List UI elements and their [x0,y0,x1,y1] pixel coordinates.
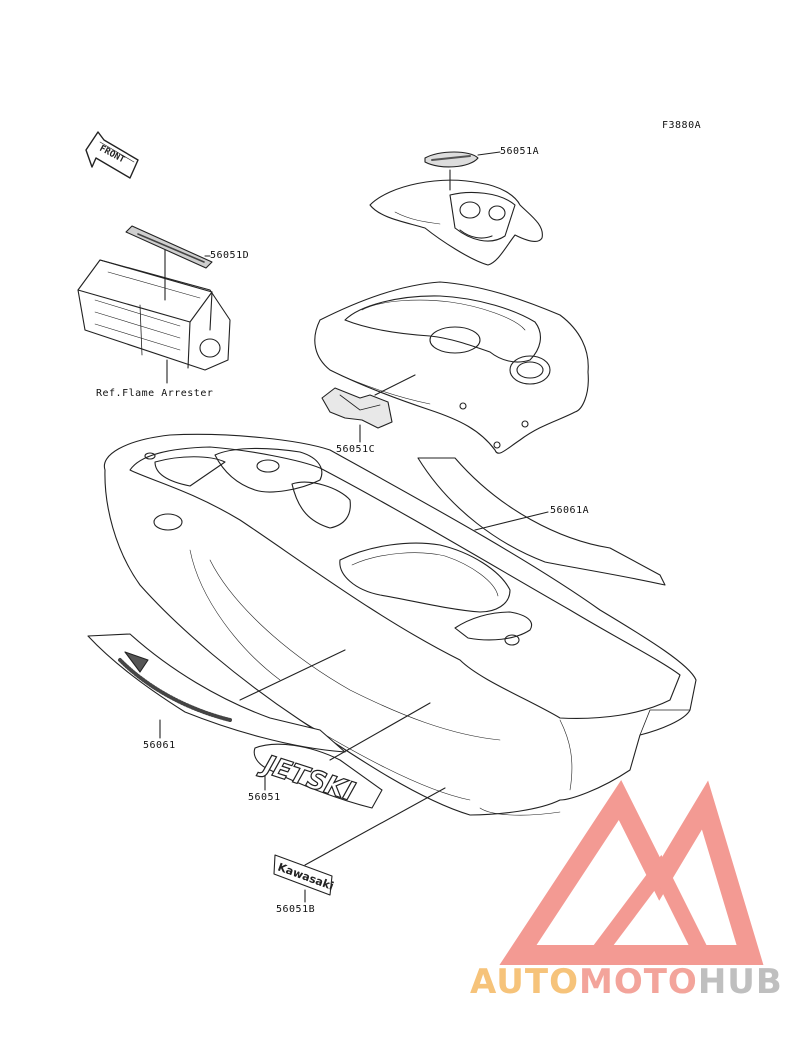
steering-cover-part [369,151,543,266]
leader-56051B-2 [304,787,446,866]
watermark-moto: MOTO [578,962,698,1002]
watermark-hub: HUB [697,962,783,1002]
watermark-logo-icon [499,780,764,965]
bracket-56051C [321,387,393,429]
flame-arrester-part [77,259,231,371]
watermark-brand-text: AUTOMOTOHUB [470,962,783,1002]
callout-56051D: 56051D [210,250,250,261]
callout-56051A: 56051A [500,146,540,157]
callout-56061: 56061 [143,740,176,751]
leader-56051-2 [329,702,431,761]
callout-ref-flame-arrester: Ref.Flame Arrester [96,388,214,399]
decal-strip-56051D [125,225,213,269]
leader-56061-2 [239,649,346,701]
watermark-auto: AUTO [470,962,579,1002]
side-decal-56061 [87,633,346,753]
leader-hood [374,374,416,396]
kawasaki-decal-56051B [273,854,333,896]
hull-deck-part [103,433,697,816]
figure-code: F3880A [662,120,702,131]
callout-56051C: 56051C [336,444,376,455]
callout-56051B: 56051B [276,904,316,915]
leader-56051A [477,151,501,156]
stripe-decal-56061A [417,457,666,586]
callout-56061A: 56061A [550,505,590,516]
engine-hood-part [314,281,589,454]
leader-56061A [474,511,549,531]
front-arrow-icon [85,131,139,179]
jetski-decal-56051 [253,743,383,809]
callout-56051: 56051 [248,792,281,803]
